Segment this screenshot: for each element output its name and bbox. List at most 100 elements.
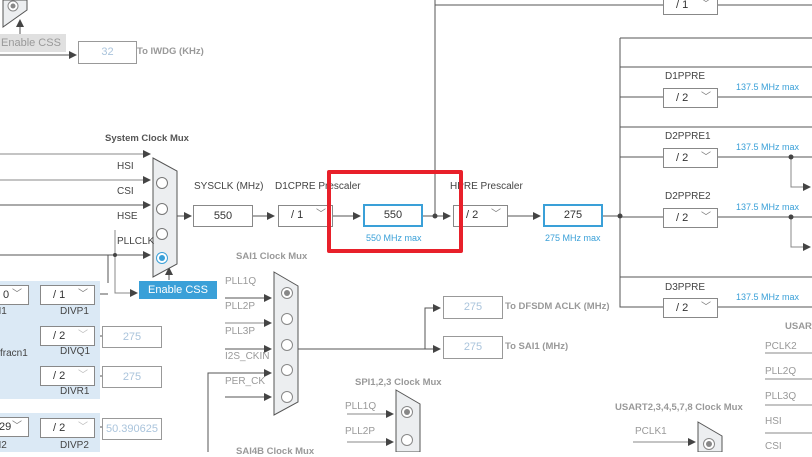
- chevron-down-icon: ﹀: [12, 289, 22, 300]
- cpu-clock-max: 550 MHz max: [366, 233, 422, 243]
- junction-dot: [617, 213, 623, 219]
- sysclk-label: SYSCLK (MHz): [194, 181, 264, 192]
- usart1-input-hsi: HSI: [765, 416, 782, 427]
- d2ppre1-max: 137.5 MHz max: [736, 142, 800, 152]
- sai1-input-i2s-ckin: I2S_CKIN: [225, 351, 270, 362]
- radio-hse: [156, 228, 168, 240]
- sai1-label: To SAI1 (MHz): [505, 341, 569, 352]
- spi-clock-mux-shape: [395, 389, 421, 452]
- spi-clock-mux-title: SPI1,2,3 Clock Mux: [355, 377, 442, 388]
- divp2-label: DIVP2: [60, 440, 89, 451]
- d2ppre2-value: / 2: [676, 212, 689, 224]
- d2ppre2-label: D2PPRE2: [665, 191, 711, 202]
- divp2-output: 50.390625: [102, 418, 162, 440]
- divq1-select[interactable]: / 2 ﹀: [40, 326, 95, 346]
- divp1-label: DIVP1: [60, 306, 89, 317]
- usart1-clock-mux-title: USART1: [785, 321, 812, 332]
- divr1-label: DIVR1: [60, 386, 90, 397]
- usart2-input-pclk1: PCLK1: [635, 426, 667, 437]
- sai1-value: 275: [443, 336, 503, 359]
- input-hse-label: HSE: [117, 211, 138, 222]
- chevron-down-icon: ﹀: [701, 152, 711, 163]
- divq1-label: DIVQ1: [60, 346, 91, 357]
- pll2-n-select[interactable]: 29﹀: [0, 417, 29, 437]
- radio-hsi: [156, 177, 168, 189]
- sysclk-value[interactable]: 550: [193, 205, 253, 227]
- radio-sai1-i2s: [281, 364, 293, 376]
- divp1-select[interactable]: / 1 ﹀: [40, 285, 95, 305]
- chevron-down-icon: ﹀: [316, 209, 326, 220]
- d1ppre-max: 137.5 MHz max: [736, 82, 800, 92]
- radio-spi-pll2p: [401, 434, 413, 446]
- system-mux-radios: [156, 177, 168, 264]
- chevron-down-icon: ﹀: [491, 209, 501, 220]
- radio-sai1-pll3p: [281, 339, 293, 351]
- enable-css-lse-button[interactable]: Enable CSS: [0, 34, 66, 52]
- chevron-down-icon: ﹀: [701, 302, 711, 313]
- usart2-clock-mux-title: USART2,3,4,5,7,8 Clock Mux: [615, 402, 743, 413]
- input-pllclk-label: PLLCLK: [117, 236, 155, 247]
- chevron-down-icon: ﹀: [701, 212, 711, 223]
- hclk-value[interactable]: 275: [543, 204, 603, 227]
- d2ppre1-value: / 2: [676, 152, 689, 164]
- pll2-n-value: 29: [0, 421, 12, 433]
- hclk-max: 275 MHz max: [545, 233, 601, 243]
- iwdg-label: To IWDG (KHz): [137, 46, 204, 57]
- d1ppre-value: / 2: [676, 92, 689, 104]
- pll1-n-select[interactable]: 0﹀: [0, 285, 29, 305]
- radio-csi: [156, 203, 168, 215]
- pll1-fracn-label: fracn1: [0, 348, 28, 359]
- sai1-input-pll3p: PLL3P: [225, 326, 256, 337]
- divr1-select[interactable]: / 2 ﹀: [40, 366, 95, 386]
- usart1-input-pll3q: PLL3Q: [765, 391, 797, 402]
- divp2-select[interactable]: / 2 ﹀: [40, 418, 95, 438]
- chevron-down-icon: ﹀: [12, 421, 22, 432]
- highlight-rectangle: [327, 170, 463, 253]
- d1ppre-select[interactable]: / 2﹀: [663, 88, 718, 108]
- enable-css-button[interactable]: Enable CSS: [139, 281, 217, 299]
- usart1-input-pll2q: PLL2Q: [765, 366, 797, 377]
- hpre-select[interactable]: / 2 ﹀: [453, 205, 508, 227]
- d2ppre1-select[interactable]: / 2 ﹀: [663, 148, 718, 168]
- system-clock-mux-title: System Clock Mux: [105, 133, 189, 144]
- input-csi-label: CSI: [117, 186, 134, 197]
- sai1-clock-mux-title: SAI1 Clock Mux: [236, 251, 308, 262]
- cpu-clock-value[interactable]: 550: [363, 204, 423, 227]
- sai1-input-pll2p: PLL2P: [225, 301, 256, 312]
- chevron-down-icon: ﹀: [78, 330, 88, 341]
- divp2-value: / 2: [53, 422, 66, 434]
- top-divider-select[interactable]: / 1 ﹀: [663, 0, 718, 15]
- divp1-value: / 1: [53, 289, 66, 301]
- hpre-value: / 2: [466, 209, 479, 221]
- divr1-value: / 2: [53, 370, 66, 382]
- d2ppre1-label: D2PPRE1: [665, 131, 711, 142]
- divq1-value: / 2: [53, 330, 66, 342]
- spi-input-pll1q: PLL1Q: [345, 401, 377, 412]
- chevron-down-icon: ﹀: [78, 422, 88, 433]
- hpre-label: HPRE Prescaler: [450, 181, 523, 192]
- sai1-input-pll1q: PLL1Q: [225, 276, 257, 287]
- pll1-n-label: N1: [0, 306, 7, 317]
- d3ppre-label: D3PPRE: [665, 282, 706, 293]
- chevron-down-icon: ﹀: [78, 370, 88, 381]
- iwdg-value: 32: [78, 41, 137, 64]
- d1cpre-select[interactable]: / 1 ﹀: [278, 205, 333, 227]
- junction-dot: [788, 154, 794, 160]
- d3ppre-select[interactable]: / 2﹀: [663, 298, 718, 318]
- radio-sai1-pll2p: [281, 313, 293, 325]
- top-divider-value: / 1: [676, 0, 689, 11]
- radio-sai1-perck: [281, 391, 293, 403]
- divq1-output: 275: [102, 326, 162, 348]
- sai1-input-per-ck: PER_CK: [225, 376, 266, 387]
- chevron-down-icon: ﹀: [701, 0, 711, 10]
- divr1-output: 275: [102, 366, 162, 388]
- chevron-down-icon: ﹀: [78, 289, 88, 300]
- d1cpre-value: / 1: [291, 209, 304, 221]
- d2ppre2-select[interactable]: / 2 ﹀: [663, 208, 718, 228]
- d1ppre-label: D1PPRE: [665, 71, 706, 82]
- spi-input-pll2p: PLL2P: [345, 426, 376, 437]
- d1cpre-label: D1CPRE Prescaler: [275, 181, 361, 192]
- junction-dot: [788, 214, 794, 220]
- usart1-input-csi: CSI: [765, 441, 782, 452]
